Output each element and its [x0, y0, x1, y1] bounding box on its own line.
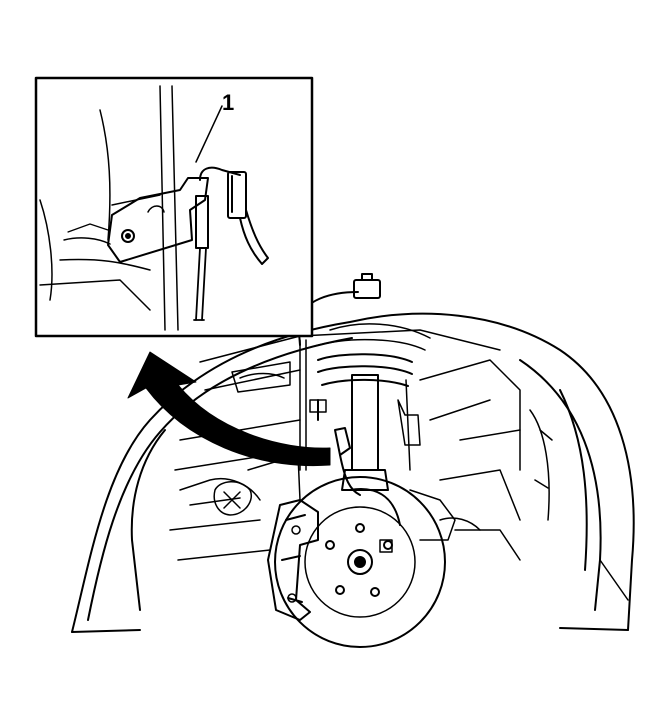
strut-assembly: [299, 339, 413, 491]
callout-1-label: 1: [222, 90, 235, 115]
callout-arrow: [127, 351, 331, 467]
wheel-arch: [71, 312, 635, 633]
knuckle-and-arm: [179, 454, 521, 561]
brake-rotor: [274, 476, 446, 648]
brake-caliper: [267, 499, 319, 621]
detail-inset: [34, 76, 314, 338]
